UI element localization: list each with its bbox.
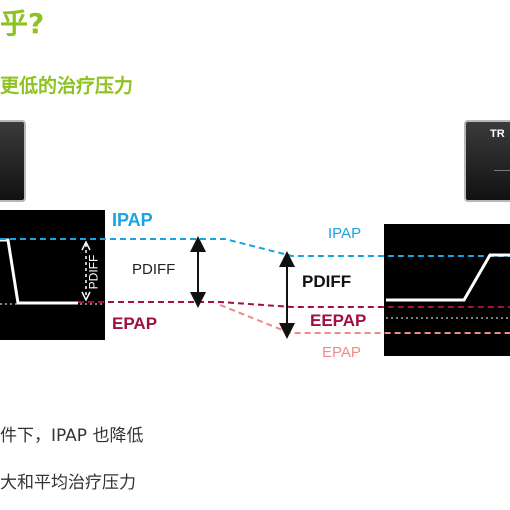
slide-subtitle: 更低的治疗压力: [0, 75, 134, 97]
left-pdiff-vertical-label: PDIFF: [86, 254, 101, 290]
left-pdiff-arrowhead-bottom: [81, 291, 91, 302]
left-ipap-label: IPAP: [112, 210, 153, 230]
left-epap-label: EPAP: [112, 314, 158, 333]
right-device-button[interactable]: TR: [464, 120, 510, 202]
left-waveform-screen: [0, 210, 105, 340]
ipap-dashed-line: [0, 238, 510, 257]
left-waveform-line: [0, 238, 78, 305]
right-eepap-label: EEPAP: [310, 311, 367, 330]
bullet-item: 件下，IPAP 也降低: [0, 426, 144, 446]
right-device-button-line: [494, 170, 510, 171]
right-ipap-label: IPAP: [328, 225, 362, 242]
epap-dashed-line: [78, 301, 510, 308]
right-device-button-label: TR: [490, 128, 505, 140]
bullet-item: 大和平均治疗压力: [0, 473, 136, 493]
right-pdiff-label: PDIFF: [302, 272, 352, 291]
left-pdiff-arrowhead-top: [81, 240, 91, 251]
left-device-button[interactable]: [0, 120, 26, 202]
right-waveform-line: [386, 253, 510, 302]
slide-title: 乎?: [0, 7, 45, 40]
left-pdiff-label: PDIFF: [132, 261, 176, 278]
right-epap-label: EPAP: [322, 344, 361, 361]
